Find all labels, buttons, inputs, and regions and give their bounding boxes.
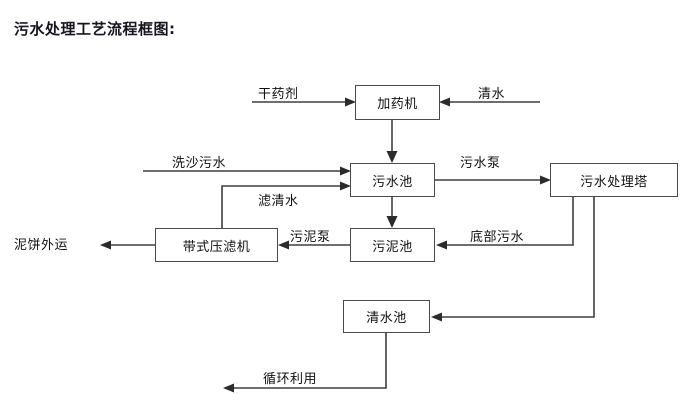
- edge-dry-chemical-to-dosing-machine: [252, 97, 356, 107]
- edge-label-bottom-wastewater: 底部污水: [470, 230, 525, 245]
- edge-label-filtered-water: 滤清水: [258, 194, 299, 209]
- edge-wastewater-pool-to-treatment-tower: [435, 175, 551, 185]
- edge-bottom-wastewater-to-sludge-pool: [436, 197, 574, 250]
- node-wastewater-pool[interactable]: 污水池: [350, 163, 435, 197]
- edge-label-dry-chemical: 干药剂: [258, 87, 299, 102]
- edge-label-wastewater-pump: 污水泵: [460, 156, 501, 171]
- node-clearwater-pool[interactable]: 清水池: [343, 300, 430, 333]
- terminal-label-mud-cake-output: 泥饼外运: [14, 238, 69, 253]
- edge-wastewater-pool-to-sludge-pool: [386, 197, 398, 228]
- edge-belt-filter-press-to-mud-cake-output: [100, 240, 155, 250]
- edge-label-recycle-use: 循环利用: [263, 372, 318, 387]
- edge-dosing-machine-to-wastewater-pool: [386, 120, 398, 163]
- edge-clearwater-pool-to-recycle: [223, 333, 387, 393]
- page-title: 污水处理工艺流程框图:: [14, 20, 176, 38]
- edge-sludge-pump-to-belt-filter-press: [278, 240, 350, 250]
- node-sludge-pool[interactable]: 污泥池: [350, 228, 435, 262]
- edge-treatment-tower-to-clearwater-pool: [431, 197, 595, 322]
- edge-label-clean-water: 清水: [478, 87, 506, 102]
- edge-label-sand-wash-water: 洗沙污水: [172, 156, 227, 171]
- node-dosing-machine[interactable]: 加药机: [355, 85, 440, 120]
- edge-clean-water-to-dosing-machine: [439, 97, 540, 107]
- node-belt-filter-press[interactable]: 带式压滤机: [155, 228, 278, 262]
- edge-sand-wash-water-to-wastewater-pool: [143, 166, 351, 176]
- node-treatment-tower[interactable]: 污水处理塔: [550, 163, 678, 197]
- edge-label-sludge-pump: 污泥泵: [290, 230, 331, 245]
- edge-filtered-water-to-wastewater-pool: [221, 181, 351, 228]
